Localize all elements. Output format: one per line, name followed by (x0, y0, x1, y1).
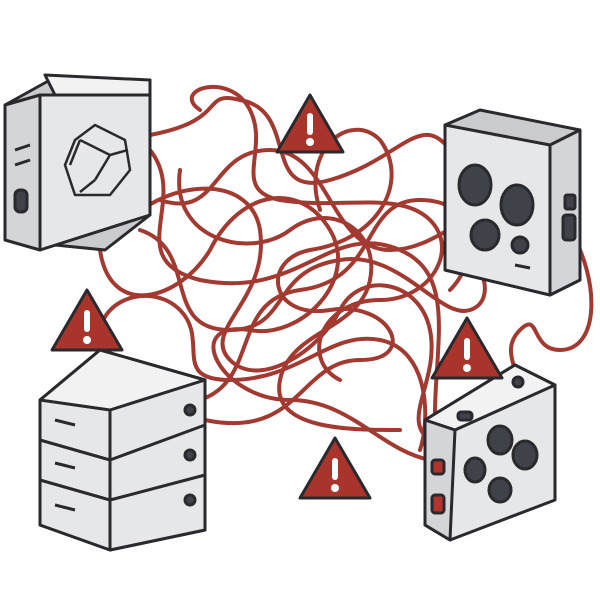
cable (118, 186, 434, 442)
speaker-device-icon (443, 108, 582, 297)
cable (508, 228, 594, 382)
cable (98, 195, 432, 462)
tangled-cables (96, 85, 594, 472)
warning-triangle-icon (430, 316, 504, 380)
cable (148, 148, 442, 472)
warning-triangle-icon (298, 436, 372, 500)
cable (96, 293, 428, 452)
router-device-icon (423, 363, 557, 542)
cable (148, 96, 452, 185)
cable (190, 85, 444, 382)
cable (203, 127, 395, 426)
cable (138, 228, 487, 333)
server-with-logo-icon (3, 73, 152, 252)
warning-triangle-icon (50, 288, 124, 352)
cable (177, 168, 402, 432)
warning-triangle-icon (275, 93, 345, 154)
stacked-servers-icon (38, 348, 207, 552)
